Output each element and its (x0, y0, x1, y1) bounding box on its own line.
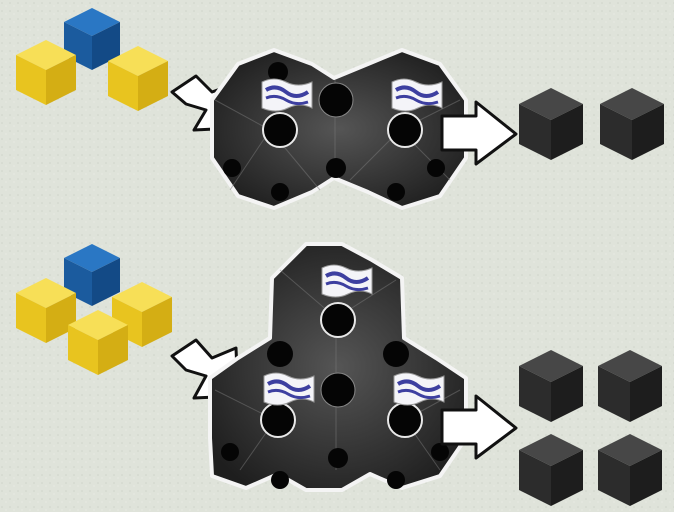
tile-slot (319, 83, 353, 117)
tile-slot (271, 471, 289, 489)
tile-slot (271, 183, 289, 201)
tile-slot (387, 183, 405, 201)
tile-slot (388, 403, 422, 437)
tile-slot (261, 403, 295, 437)
tile-slot (267, 341, 293, 367)
tile-slot (383, 341, 409, 367)
tile-slot (223, 159, 241, 177)
tile-slot (321, 303, 355, 337)
tile-slot (431, 443, 449, 461)
tile-slot (387, 471, 405, 489)
tile-slot (221, 443, 239, 461)
tile-slot (326, 158, 346, 178)
tile-slot (427, 159, 445, 177)
tile-slot (321, 373, 355, 407)
tile-slot (328, 448, 348, 468)
tile-slot (388, 113, 422, 147)
tile-slot (263, 113, 297, 147)
